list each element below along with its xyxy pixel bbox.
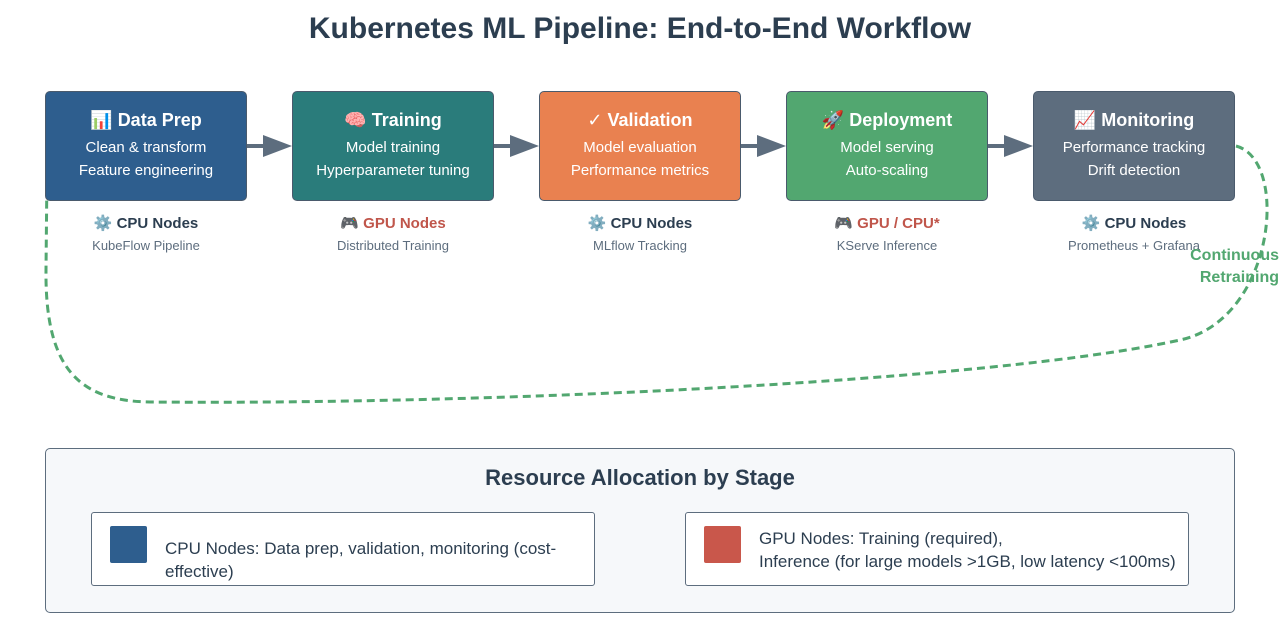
brain-icon: 🧠 (344, 110, 367, 130)
stage-title-text: Monitoring (1101, 110, 1195, 130)
continuous-retraining-label: Continuous Retraining (1190, 247, 1279, 286)
cpu-color-swatch (110, 526, 147, 563)
stage-arrows (247, 135, 1033, 157)
stage-title: ✓ Validation (540, 109, 740, 131)
stage-description-line: Performance metrics (570, 162, 710, 179)
node-type-text: CPU Nodes (1104, 215, 1187, 232)
gamepad-icon: 🎮 (340, 215, 359, 232)
gear-icon: ⚙️ (93, 215, 113, 232)
node-type-text: GPU Nodes (363, 215, 446, 232)
stage-title-text: Deployment (849, 110, 953, 130)
trending-up-icon: 📈 (1073, 110, 1097, 130)
bar-chart-icon: 📊 (90, 110, 113, 130)
stage-description-line: Drift detection (1087, 162, 1181, 179)
node-tool-label: KServe Inference (836, 238, 938, 253)
node-type-label: ⚙️ CPU Nodes (539, 214, 741, 234)
stage-description-line: Auto-scaling (845, 162, 929, 179)
stage-title-text: Data Prep (117, 110, 202, 130)
stage-description-line: Clean & transform (85, 139, 207, 156)
stage-description-line: Feature engineering (78, 162, 214, 179)
node-type-label: ⚙️ CPU Nodes (1033, 214, 1235, 234)
stage-title: 🧠 Training (293, 109, 493, 131)
node-type-label: ⚙️ CPU Nodes (45, 214, 247, 234)
stage-title: 🚀 Deployment (787, 109, 987, 131)
stage-title: 📊 Data Prep (46, 109, 246, 131)
stage-description-line: Model evaluation (583, 139, 697, 156)
gpu-legend-text: GPU Nodes: Training (required), Inferenc… (759, 529, 1176, 571)
stage-description-line: Hyperparameter tuning (316, 162, 470, 179)
stage-nodes-deployment: 🎮 GPU / CPU* KServe Inference (786, 214, 988, 255)
arrow-data-prep-to-training (247, 135, 292, 157)
node-type-text: GPU / CPU* (857, 215, 940, 232)
cpu-legend-card: CPU Nodes: Data prep, validation, monito… (91, 512, 595, 586)
resource-allocation-panel: Resource Allocation by Stage CPU Nodes: … (45, 448, 1235, 613)
stage-description-line: Model training (345, 139, 441, 156)
node-tool-label: Prometheus + Grafana (1068, 238, 1200, 253)
node-type-label: 🎮 GPU Nodes (292, 214, 494, 234)
node-tool-label: KubeFlow Pipeline (92, 238, 200, 253)
gpu-legend-card: GPU Nodes: Training (required), Inferenc… (685, 512, 1189, 586)
stage-title: 📈 Monitoring (1034, 109, 1234, 131)
rocket-icon: 🚀 (821, 110, 845, 130)
page-title: Kubernetes ML Pipeline: End-to-End Workf… (308, 12, 972, 45)
node-type-label: 🎮 GPU / CPU* (786, 214, 988, 234)
gpu-color-swatch (704, 526, 741, 563)
node-type-text: CPU Nodes (116, 215, 199, 232)
gear-icon: ⚙️ (587, 215, 607, 232)
gamepad-icon: 🎮 (834, 215, 853, 232)
resource-allocation-title: Resource Allocation by Stage (485, 465, 795, 490)
stage-title-text: Training (371, 110, 442, 130)
arrow-deployment-to-monitoring (988, 135, 1033, 157)
node-tool-label: MLflow Tracking (593, 238, 687, 253)
node-type-text: CPU Nodes (610, 215, 693, 232)
node-tool-label: Distributed Training (337, 238, 449, 253)
stage-description-line: Model serving (840, 139, 934, 156)
arrow-validation-to-deployment (741, 135, 786, 157)
stage-title-text: Validation (607, 110, 693, 130)
stage-description-line: Performance tracking (1062, 139, 1206, 156)
gear-icon: ⚙️ (1081, 215, 1101, 232)
arrow-training-to-validation (494, 135, 539, 157)
checkmark-icon: ✓ (587, 110, 603, 130)
cpu-legend-text: CPU Nodes: Data prep, validation, monito… (165, 539, 557, 581)
